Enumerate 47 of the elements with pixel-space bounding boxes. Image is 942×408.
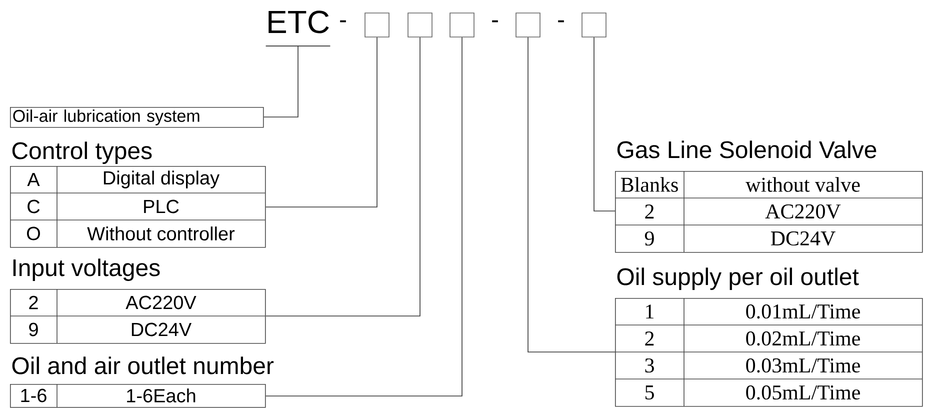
code-box <box>364 12 390 38</box>
leader-line <box>263 46 298 118</box>
leader-line <box>528 37 616 352</box>
table-heading: Input voltages <box>13 258 160 281</box>
leader-line <box>265 37 378 208</box>
table-cell: DC24V <box>132 322 192 336</box>
table-cell: 0.01mL/Time <box>746 304 860 319</box>
table-cell: 2 <box>29 296 38 310</box>
separator-dash: - <box>492 20 498 22</box>
table-cell: 2 <box>645 332 654 346</box>
table-cell: DC24V <box>770 231 836 246</box>
table-heading: Oil supply per oil outlet <box>617 268 859 290</box>
table-heading: Control types <box>12 142 152 164</box>
leader-line <box>265 37 462 396</box>
code-box <box>450 12 474 38</box>
table-cell: 9 <box>29 322 38 336</box>
table-cell: 1 <box>646 304 654 318</box>
table-cell: PLC <box>144 200 179 214</box>
table-cell: C <box>28 200 40 214</box>
table-cell: without valve <box>746 177 860 192</box>
table-cell: O <box>27 226 40 240</box>
table-cell: A <box>27 172 40 186</box>
table-cell: AC220V <box>126 296 196 310</box>
table-cell: AC220V <box>765 204 841 219</box>
table-cell: 2 <box>645 204 654 218</box>
table-cell: Without controller <box>87 226 235 240</box>
table-cell: Blanks <box>620 177 678 192</box>
table-heading: Oil and air outlet number <box>12 356 274 374</box>
code-box <box>582 12 606 38</box>
leader-line <box>265 37 420 316</box>
table-cell: 9 <box>644 231 654 246</box>
table-cell: 3 <box>645 358 654 373</box>
code-box <box>408 12 432 38</box>
code-box <box>516 12 540 38</box>
table-cell: Digital display <box>104 170 220 188</box>
label-box: Oil-air lubrication system <box>10 107 264 128</box>
model-code: ETC <box>265 10 331 46</box>
table-cell: 1-6 <box>21 388 46 402</box>
table-cell: 0.05mL/Time <box>746 385 860 400</box>
separator-dash: - <box>558 20 564 22</box>
table-cell: 0.02mL/Time <box>746 331 860 346</box>
table-cell: 0.03mL/Time <box>746 358 860 373</box>
leader-line <box>594 37 616 212</box>
table-cell: 5 <box>645 386 654 400</box>
table-heading: Gas Line Solenoid Valve <box>617 140 876 158</box>
separator-dash: - <box>340 20 346 22</box>
table-cell: 1-6Each <box>127 388 196 402</box>
